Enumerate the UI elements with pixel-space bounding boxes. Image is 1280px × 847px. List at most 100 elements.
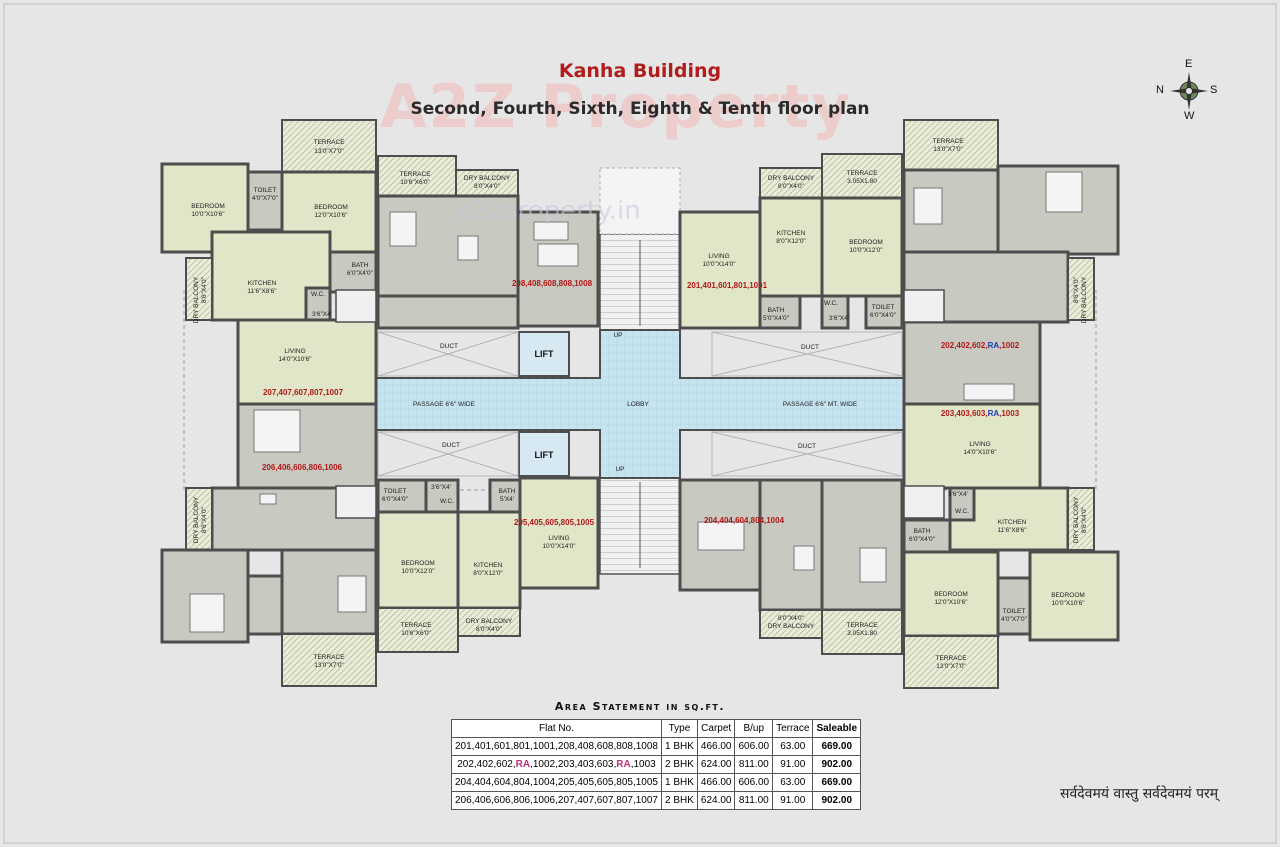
building-outline: [183, 290, 1097, 491]
svg-text:DRY BALCONY: DRY BALCONY: [1073, 496, 1080, 543]
compass-rose-icon: [1170, 72, 1208, 110]
svg-text:LIVING: LIVING: [548, 535, 569, 542]
svg-text:DRY BALCONY: DRY BALCONY: [1081, 276, 1088, 323]
table-row: 201,401,601,801,1001,208,408,608,808,100…: [451, 737, 862, 756]
cell-bup: 811.00: [734, 755, 774, 774]
svg-text:208,408,608,808,1008: 208,408,608,808,1008: [512, 279, 593, 288]
svg-text:3'6"X4': 3'6"X4': [948, 491, 968, 498]
svg-text:3'6"X4': 3'6"X4': [829, 315, 849, 322]
svg-text:8'0"X12'0": 8'0"X12'0": [473, 570, 503, 577]
svg-text:BATH: BATH: [499, 488, 516, 495]
svg-text:6'0"X4'0": 6'0"X4'0": [382, 496, 409, 503]
svg-text:13'0"X7'0": 13'0"X7'0": [314, 662, 344, 669]
svg-text:TERRACE: TERRACE: [846, 622, 878, 629]
svg-text:3'6"X4': 3'6"X4': [312, 311, 332, 318]
svg-text:LIFT: LIFT: [535, 450, 554, 460]
cell-type: 1 BHK: [660, 737, 698, 756]
svg-text:6'0"X4'0": 6'0"X4'0": [909, 536, 936, 543]
cell-flat: 206,406,606,806,1006,207,407,607,807,100…: [451, 791, 662, 810]
svg-text:3'6"X4': 3'6"X4': [431, 484, 451, 491]
svg-text:LIFT: LIFT: [535, 349, 554, 359]
svg-text:8'0"X4'0": 8'0"X4'0": [474, 183, 501, 190]
cell-terrace: 91.00: [772, 755, 814, 774]
svg-text:DUCT: DUCT: [801, 344, 819, 351]
ra-marker: RA: [515, 759, 531, 770]
svg-text:8'0"X4'0": 8'0"X4'0": [778, 183, 805, 190]
area-statement-title: Area Statement in sq.ft.: [554, 700, 726, 713]
svg-text:KITCHEN: KITCHEN: [474, 562, 503, 569]
svg-text:BEDROOM: BEDROOM: [1051, 592, 1085, 599]
svg-text:TOILET: TOILET: [254, 187, 277, 194]
svg-text:BEDROOM: BEDROOM: [934, 591, 968, 598]
col-bup: B/up: [734, 719, 774, 738]
svg-text:TERRACE: TERRACE: [846, 170, 878, 177]
svg-text:TERRACE: TERRACE: [935, 655, 967, 662]
core-labels: LIFT LIFT LOBBY PASSAGE 6'6" WIDE PASSAG…: [413, 332, 858, 473]
svg-text:PASSAGE 6'6" MT. WIDE: PASSAGE 6'6" MT. WIDE: [783, 401, 858, 408]
svg-text:5'0"X4'0": 5'0"X4'0": [763, 315, 790, 322]
table-row: 202,402,602,RA,1002,203,403,603,RA,1003 …: [451, 755, 862, 774]
ra-marker: RA: [616, 759, 631, 770]
svg-text:DRY BALCONY: DRY BALCONY: [193, 276, 200, 323]
flat-205: [376, 476, 600, 653]
svg-text:14'0"X10'6": 14'0"X10'6": [963, 449, 997, 456]
svg-text:TERRACE: TERRACE: [932, 138, 964, 145]
cell-saleable: 669.00: [812, 737, 862, 756]
svg-text:4'0"X7'0": 4'0"X7'0": [252, 195, 279, 202]
svg-text:BATH: BATH: [914, 528, 931, 535]
svg-text:TERRACE: TERRACE: [400, 622, 432, 629]
svg-text:10'0"X12'0": 10'0"X12'0": [401, 568, 435, 575]
svg-text:TOILET: TOILET: [872, 304, 895, 311]
svg-text:10'0"X10'6": 10'0"X10'6": [191, 211, 225, 218]
table-header-row: Flat No. Type Carpet B/up Terrace Saleab…: [451, 719, 862, 738]
page-title: Kanha Building: [558, 60, 722, 82]
svg-text:BATH: BATH: [768, 307, 785, 314]
furniture: [189, 171, 1083, 633]
flat-text: ,1002,203,403,603,: [530, 759, 617, 770]
flat-text: 202,402,602,: [457, 759, 516, 770]
col-type: Type: [660, 719, 698, 738]
svg-text:4'0"X7'0": 4'0"X7'0": [1001, 616, 1028, 623]
svg-text:6'0"X4'0": 6'0"X4'0": [870, 312, 897, 319]
svg-text:12'0"X10'6": 12'0"X10'6": [314, 212, 348, 219]
svg-text:LIVING: LIVING: [708, 253, 729, 260]
svg-text:W.C.: W.C.: [824, 300, 838, 307]
area-statement-table: Flat No. Type Carpet B/up Terrace Saleab…: [451, 719, 862, 810]
svg-text:10'0"X12'0": 10'0"X12'0": [849, 247, 883, 254]
svg-text:3.05X1.80: 3.05X1.80: [847, 178, 877, 185]
cell-saleable: 669.00: [812, 773, 862, 792]
svg-text:KITCHEN: KITCHEN: [777, 230, 806, 237]
duct-areas: [377, 331, 903, 477]
svg-text:BEDROOM: BEDROOM: [401, 560, 435, 567]
svg-text:W.C.: W.C.: [440, 498, 454, 505]
svg-text:10'6"X6'0": 10'6"X6'0": [401, 630, 431, 637]
svg-text:13'0"X7'0": 13'0"X7'0": [933, 146, 963, 153]
svg-text:BATH: BATH: [352, 262, 369, 269]
svg-text:TOILET: TOILET: [384, 488, 407, 495]
flat-top-left: [160, 119, 378, 406]
svg-text:DRY BALCONY: DRY BALCONY: [193, 496, 200, 543]
svg-text:13'0"X7'0": 13'0"X7'0": [936, 663, 966, 670]
svg-text:205,405,605,805,1005: 205,405,605,805,1005: [514, 518, 595, 527]
svg-text:10'6"X6'0": 10'6"X6'0": [400, 179, 430, 186]
svg-text:PASSAGE 6'6" WIDE: PASSAGE 6'6" WIDE: [413, 401, 476, 408]
svg-text:DRY BALCONY: DRY BALCONY: [768, 175, 815, 182]
flat-text: ,1003: [630, 759, 656, 770]
cell-flat: 201,401,601,801,1001,208,408,608,808,100…: [451, 737, 662, 756]
page-subtitle: Second, Fourth, Sixth, Eighth & Tenth fl…: [410, 99, 870, 119]
svg-text:TERRACE: TERRACE: [399, 171, 431, 178]
cell-flat: 202,402,602,RA,1002,203,403,603,RA,1003: [451, 755, 662, 774]
svg-text:202,402,602,RA,1002: 202,402,602,RA,1002: [941, 341, 1020, 350]
cell-saleable: 902.00: [812, 791, 862, 810]
compass-east: E: [1185, 58, 1193, 70]
cell-bup: 606.00: [734, 737, 774, 756]
svg-text:12'0"X10'6": 12'0"X10'6": [934, 599, 968, 606]
cell-terrace: 63.00: [772, 773, 814, 792]
cell-type: 2 BHK: [660, 791, 698, 810]
svg-text:TOILET: TOILET: [1003, 608, 1026, 615]
lift-shaft-1: [518, 331, 570, 377]
cell-carpet: 624.00: [696, 755, 736, 774]
svg-text:W.C.: W.C.: [955, 508, 969, 515]
svg-text:6'0"X4'0": 6'0"X4'0": [347, 270, 374, 277]
